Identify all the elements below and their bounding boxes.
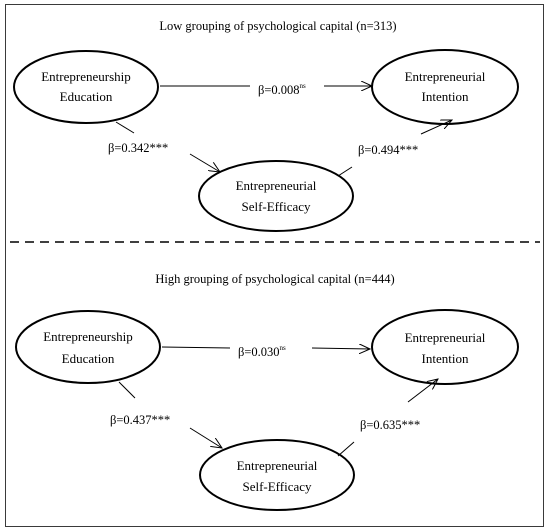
node-entrepreneurial-intention: Entrepreneurial Intention [371,49,519,125]
path-a-coefficient: β=0.437*** [110,413,170,427]
node-entrepreneurship-education: Entrepreneurship Education [15,310,161,384]
node-entrepreneurship-education: Entrepreneurship Education [13,50,159,124]
node-label-line2: Intention [422,351,469,366]
node-entrepreneurial-self-efficacy: Entrepreneurial Self-Efficacy [198,160,354,232]
panel-low-group: Low grouping of psychological capital (n… [13,19,519,232]
path-b-coefficient: β=0.635*** [360,418,420,432]
panel-high-group: High grouping of psychological capital (… [15,272,519,511]
node-label-line2: Education [60,89,113,104]
node-entrepreneurial-self-efficacy: Entrepreneurial Self-Efficacy [199,439,355,511]
path-direct-coefficient: β=0.008ns [258,82,306,97]
node-label-line1: Entrepreneurship [43,329,133,344]
node-label-line1: Entrepreneurial [237,458,318,473]
panel-title: High grouping of psychological capital (… [155,272,394,286]
node-label-line2: Self-Efficacy [242,479,312,494]
node-label-line2: Intention [422,89,469,104]
path-a-arrow [189,153,220,172]
path-b-arrow [420,120,452,135]
path-a-arrow-start [118,381,136,399]
path-a-arrow [189,427,222,448]
path-direct-arrow [161,347,370,349]
path-a-arrow-start [115,121,135,134]
path-b-coefficient: β=0.494*** [358,143,418,157]
path-direct-coefficient: β=0.030ns [238,344,286,359]
path-b-arrow-start [337,166,353,177]
node-label-line2: Self-Efficacy [241,199,311,214]
node-label-line1: Entrepreneurial [405,330,486,345]
panel-title: Low grouping of psychological capital (n… [159,19,396,33]
node-entrepreneurial-intention: Entrepreneurial Intention [371,309,519,385]
path-a-coefficient: β=0.342*** [108,141,168,155]
node-label-line2: Education [62,351,115,366]
node-label-line1: Entrepreneurship [41,69,131,84]
path-b-arrow [407,379,438,403]
path-b-arrow-start [337,441,355,457]
node-label-line1: Entrepreneurial [236,178,317,193]
node-label-line1: Entrepreneurial [405,69,486,84]
